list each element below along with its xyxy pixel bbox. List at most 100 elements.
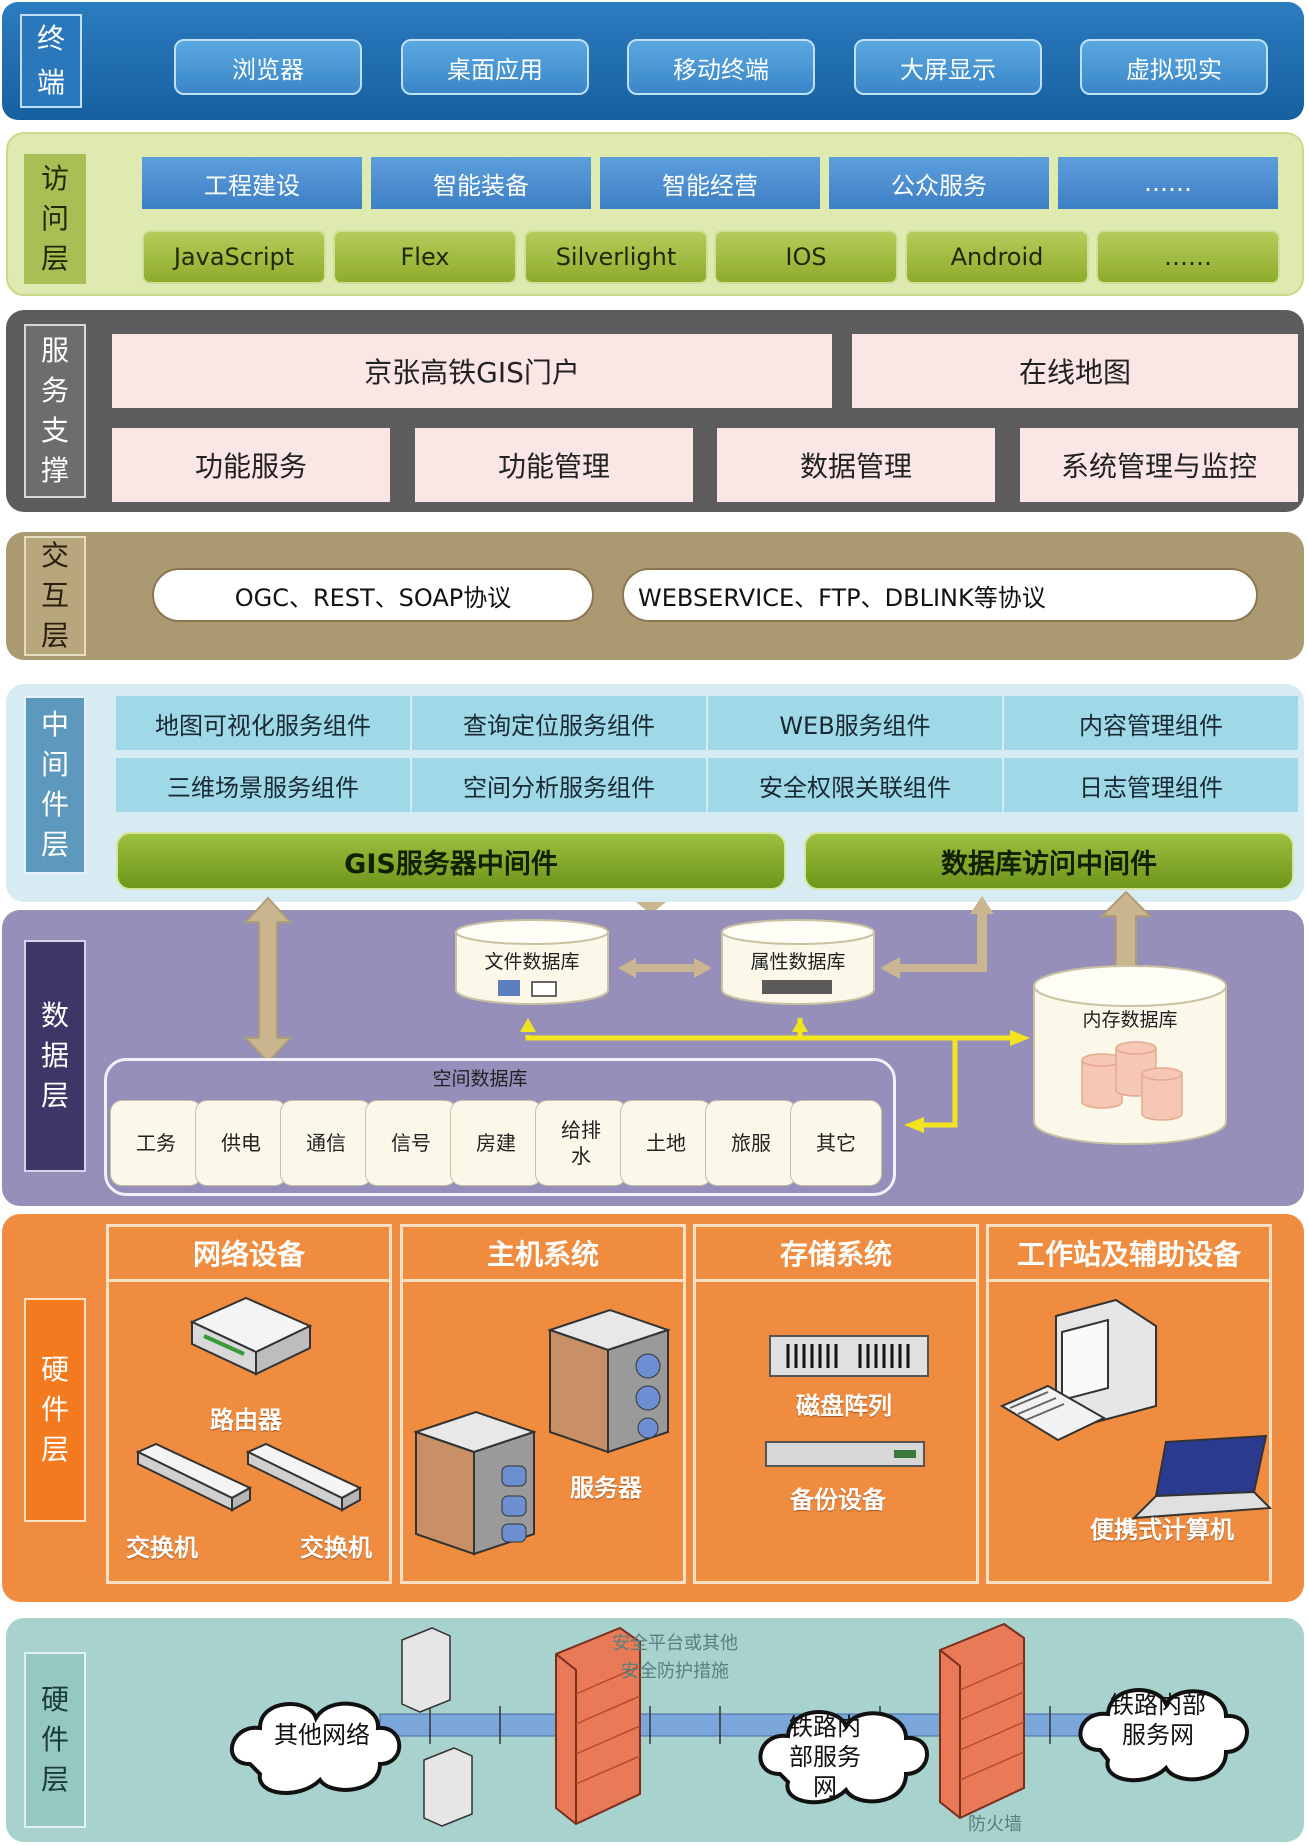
laptop-icon [1131, 1434, 1273, 1520]
switch-label-right: 交换机 [300, 1534, 372, 1562]
disk-array-icon [769, 1335, 929, 1377]
server-rack-icon-bottom [412, 1410, 538, 1556]
hw-col-workstation: 工作站及辅助设备 [986, 1224, 1272, 1584]
file-db-label: 文件数据库 [484, 950, 580, 973]
laptop-label: 便携式计算机 [1090, 1516, 1234, 1544]
file-db-cylinder [455, 919, 609, 1005]
access-item-smart-equipment: 智能装备 [371, 157, 591, 209]
access-tech-android: Android [905, 230, 1089, 284]
hw-col-network: 网络设备 [106, 1224, 392, 1584]
desktop-computer-icon [999, 1298, 1157, 1442]
spatial-item-signal: 信号 [365, 1100, 457, 1186]
attr-db-cylinder [721, 919, 875, 1005]
access-item-smart-operation: 智能经营 [600, 157, 820, 209]
mw-component-log: 日志管理组件 [1004, 758, 1298, 812]
access-tech-flex: Flex [333, 230, 517, 284]
double-arrow-file-attr [618, 958, 712, 978]
access-item-more: …… [1058, 157, 1278, 209]
network-layer-label: 硬件层 [24, 1652, 86, 1828]
access-tech-javascript: JavaScript [142, 230, 326, 284]
mw-component-content: 内容管理组件 [1004, 696, 1298, 750]
access-tech-ios: IOS [714, 230, 898, 284]
mw-component-web: WEB服务组件 [708, 696, 1002, 750]
service-gis-portal: 京张高铁GIS门户 [112, 334, 832, 408]
mw-component-query: 查询定位服务组件 [412, 696, 706, 750]
access-tech-more: …… [1096, 230, 1280, 284]
access-item-engineering: 工程建设 [142, 157, 362, 209]
mw-component-security: 安全权限关联组件 [708, 758, 1002, 812]
hw-col-storage-title: 存储系统 [696, 1227, 976, 1282]
service-online-map: 在线地图 [852, 334, 1298, 408]
firewall-icon-right [939, 1622, 1025, 1820]
terminal-item-browser: 浏览器 [174, 39, 362, 95]
hardware-layer-label: 硬件层 [24, 1298, 86, 1522]
service-function-service: 功能服务 [112, 428, 390, 502]
disk-array-label: 磁盘阵列 [796, 1392, 892, 1420]
attr-db-label: 属性数据库 [750, 950, 846, 973]
backup-device-label: 备份设备 [790, 1486, 886, 1514]
hw-col-network-title: 网络设备 [109, 1227, 389, 1282]
service-data-management: 数据管理 [717, 428, 995, 502]
cloud-rail-internal-label-right: 铁路内部服务网 [1110, 1691, 1206, 1749]
mw-component-spatial-analysis: 空间分析服务组件 [412, 758, 706, 812]
access-layer-label: 访问层 [24, 154, 86, 284]
hw-col-workstation-title: 工作站及辅助设备 [989, 1227, 1269, 1282]
switch-icon-left [135, 1442, 253, 1512]
terminal-item-mobile: 移动终端 [627, 39, 815, 95]
spatial-item-track: 工务 [110, 1100, 202, 1186]
terminal-layer-label: 终端 [20, 14, 82, 108]
spatial-item-water: 给排水 [535, 1100, 627, 1186]
switch-label-left: 交换机 [126, 1534, 198, 1562]
service-function-management: 功能管理 [415, 428, 693, 502]
data-layer-connectors [243, 890, 1153, 1133]
hw-col-host-title: 主机系统 [403, 1227, 683, 1282]
switch-icon-right [245, 1442, 363, 1512]
spatial-item-land: 土地 [620, 1100, 712, 1186]
access-tech-silverlight: Silverlight [524, 230, 708, 284]
cloud-other-network-label: 其他网络 [274, 1721, 370, 1749]
router-icon [189, 1296, 313, 1376]
film-icon [498, 980, 520, 996]
server-label: 服务器 [570, 1474, 642, 1502]
arrow-dbaccess-attr [880, 896, 994, 979]
hw-col-storage: 存储系统 [693, 1224, 979, 1584]
mw-db-access: 数据库访问中间件 [804, 832, 1294, 890]
mw-gis-server: GIS服务器中间件 [116, 832, 786, 890]
cloud-shapes [230, 1688, 1249, 1805]
network-diagram [230, 1622, 1249, 1827]
firewall-icon-left [555, 1626, 641, 1826]
middleware-layer-label: 中间件层 [24, 696, 86, 874]
double-arrow-gis [243, 896, 293, 1064]
interaction-protocol-webservice: WEBSERVICE、FTP、DBLINK等协议 [622, 568, 1258, 622]
terminal-item-large-screen: 大屏显示 [854, 39, 1042, 95]
database-stack-icon [1081, 1041, 1183, 1121]
terminal-item-vr: 虚拟现实 [1080, 39, 1268, 95]
memory-db-label: 内存数据库 [1082, 1008, 1178, 1031]
spatial-item-other: 其它 [790, 1100, 882, 1186]
data-layer-label: 数据层 [24, 940, 86, 1172]
spatial-item-communication: 通信 [280, 1100, 372, 1186]
mw-component-3d-scene: 三维场景服务组件 [116, 758, 410, 812]
spatial-item-building: 房建 [450, 1100, 542, 1186]
firewall-label: 防火墙 [968, 1814, 1022, 1835]
document-icon [531, 981, 557, 997]
terminal-item-desktop-app: 桌面应用 [401, 39, 589, 95]
spatial-item-power: 供电 [195, 1100, 287, 1186]
security-platform-note: 安全平台或其他安全防护措施 [612, 1633, 738, 1682]
backup-device-icon [765, 1441, 925, 1467]
network-server-icon-bottom [423, 1747, 473, 1827]
table-icon [762, 980, 832, 994]
service-system-monitoring: 系统管理与监控 [1020, 428, 1298, 502]
server-rack-icon-top [546, 1308, 672, 1454]
mw-component-map-visual: 地图可视化服务组件 [116, 696, 410, 750]
router-label: 路由器 [210, 1406, 282, 1434]
access-item-public-service: 公众服务 [829, 157, 1049, 209]
service-layer-label: 服务支撑 [24, 324, 86, 498]
network-server-icon-top [401, 1627, 451, 1713]
hw-col-host: 主机系统 [400, 1224, 686, 1584]
interaction-protocol-ogc: OGC、REST、SOAP协议 [152, 568, 594, 622]
spatial-db-label: 空间数据库 [432, 1067, 528, 1090]
interaction-layer-label: 交互层 [24, 536, 86, 656]
memory-db-cylinder [1033, 965, 1227, 1145]
spatial-item-travel: 旅服 [705, 1100, 797, 1186]
